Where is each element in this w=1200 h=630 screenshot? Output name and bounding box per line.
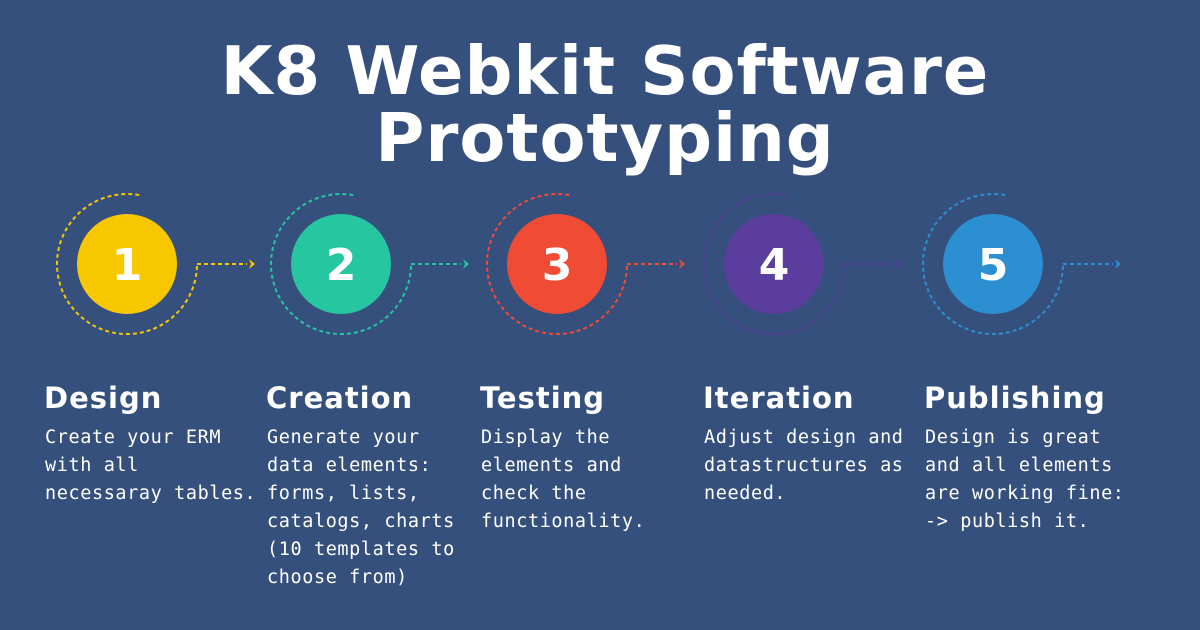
step-5-dashed-ring — [922, 193, 1064, 336]
step-description: Create your ERM with all necessaray tables… — [44, 424, 264, 508]
step-heading: Design — [44, 381, 163, 415]
step-description-line: necessaray tables. — [45, 483, 257, 504]
step-description: Generate your data elements: forms, lists,… — [266, 424, 486, 592]
step-description-line: catalogs, charts — [267, 511, 455, 532]
step-4-number: 4 — [759, 240, 790, 291]
step-5-disc — [943, 214, 1043, 314]
step-3-number: 3 — [542, 240, 573, 291]
step-heading: Testing — [480, 381, 606, 415]
step-3-disc — [507, 214, 607, 314]
step-description-line: Create your ERM — [45, 427, 222, 448]
step-4-dashed-ring — [703, 193, 845, 336]
step-2-dashed-ring — [270, 193, 412, 336]
step-description-line: with all — [45, 455, 139, 476]
step-description-line: choose from) — [267, 567, 408, 588]
step-4-graphic: 4 — [703, 193, 902, 336]
step-2-disc — [291, 214, 391, 314]
step-description-line: Display the — [481, 427, 611, 448]
step-description: Design is great and all elements are worki… — [924, 424, 1144, 536]
step-description-line: functionality. — [481, 511, 646, 532]
step-1-dashed-ring — [56, 193, 198, 336]
step-4-disc — [724, 214, 824, 314]
step-5-graphic: 5 — [922, 193, 1121, 336]
step-description-line: and all elements — [925, 455, 1113, 476]
step-3-dashed-ring — [486, 193, 628, 336]
step-5-number: 5 — [978, 240, 1009, 291]
step-1-graphic: 1 — [56, 193, 255, 336]
step-2-arrow-icon — [463, 259, 469, 269]
step-description-line: check the — [481, 483, 587, 504]
step-description: Adjust design and datastructures as needed… — [703, 424, 923, 508]
step-2-number: 2 — [326, 240, 357, 291]
step-description-line: data elements: — [267, 455, 432, 476]
step-heading: Publishing — [924, 381, 1106, 415]
step-description-line: forms, lists, — [267, 483, 420, 504]
step-4-arrow-icon — [896, 259, 902, 269]
step-1-disc — [77, 214, 177, 314]
step-heading: Iteration — [703, 381, 855, 415]
step-1-arrow-icon — [249, 259, 255, 269]
step-description-line: are working fine: — [925, 483, 1125, 504]
step-3-graphic: 3 — [486, 193, 685, 336]
step-3-arrow-icon — [679, 259, 685, 269]
step-description-line: Generate your — [267, 427, 420, 448]
step-5-arrow-icon — [1115, 259, 1121, 269]
step-description-line: Adjust design and — [704, 427, 904, 448]
step-description: Display the elements and check the function… — [480, 424, 700, 536]
step-description-line: datastructures as — [704, 455, 904, 476]
step-heading: Creation — [266, 381, 414, 415]
step-description-line: -> publish it. — [925, 511, 1090, 532]
step-description-line: elements and — [481, 455, 622, 476]
step-2-graphic: 2 — [270, 193, 469, 336]
step-1-number: 1 — [112, 240, 143, 291]
step-description-line: needed. — [704, 483, 787, 504]
page-title: K8 Webkit Software Prototyping — [220, 32, 990, 177]
step-description-line: (10 templates to — [267, 539, 455, 560]
step-description-line: Design is great — [925, 427, 1102, 448]
